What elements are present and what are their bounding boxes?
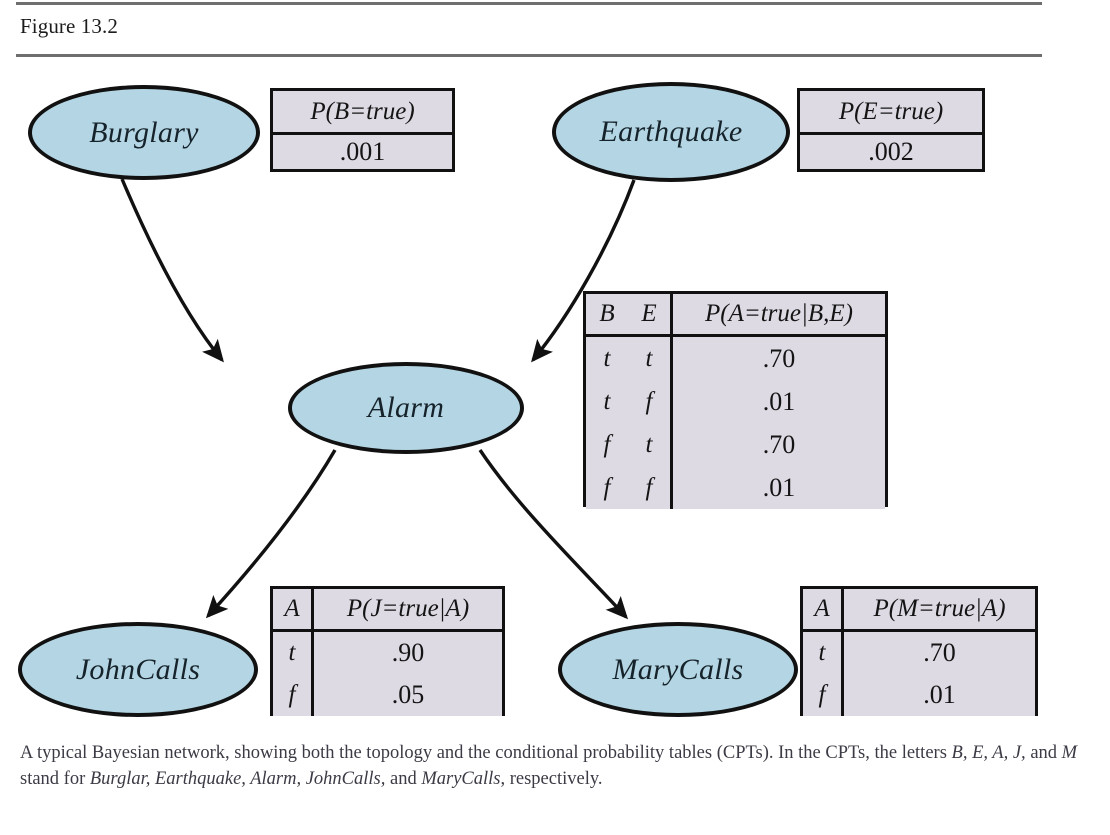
cpt-alarm-r3-e: f bbox=[628, 466, 673, 509]
cpt-earthquake-value: .002 bbox=[800, 133, 982, 169]
node-alarm-label: Alarm bbox=[367, 391, 445, 424]
edge-layer bbox=[120, 178, 636, 620]
caption-part3: stand for bbox=[20, 769, 90, 789]
cpt-alarm-col-e: E bbox=[628, 294, 673, 337]
caption-part1: A typical Bayesian network, showing both… bbox=[20, 743, 952, 763]
cpt-burglary-header: P(B=true) bbox=[273, 91, 452, 135]
node-burglary[interactable]: Burglary bbox=[28, 85, 260, 180]
node-marycalls[interactable]: MaryCalls bbox=[558, 622, 798, 717]
cpt-alarm-r1-b: t bbox=[586, 380, 628, 423]
bayesian-network-diagram: Burglary Earthquake Alarm JohnCalls Mary… bbox=[0, 60, 1110, 735]
cpt-alarm-r1-e: f bbox=[628, 380, 673, 423]
node-earthquake-label: Earthquake bbox=[599, 115, 743, 148]
table-row: f .05 bbox=[273, 674, 502, 716]
cpt-alarm-r3-p: .01 bbox=[671, 466, 885, 509]
cpt-burglary-value: .001 bbox=[273, 133, 452, 169]
table-row: f t .70 bbox=[586, 423, 885, 466]
cpt-alarm-header-row: B E P(A=true|B,E) bbox=[586, 294, 885, 337]
cpt-johncalls-r1-p: .05 bbox=[312, 674, 502, 716]
edge-alarm-to-johncalls bbox=[205, 449, 337, 619]
cpt-johncalls-r0-a: t bbox=[273, 630, 314, 674]
cpt-alarm-r0-e: t bbox=[628, 335, 673, 380]
node-marycalls-label: MaryCalls bbox=[612, 652, 744, 686]
cpt-table-burglary: P(B=true) .001 bbox=[270, 88, 455, 172]
caption-letter-m: M bbox=[1061, 743, 1078, 763]
table-row: f .01 bbox=[803, 674, 1035, 716]
table-row: t .70 bbox=[803, 630, 1035, 674]
caption-name-mary: MaryCalls bbox=[421, 769, 501, 789]
cpt-johncalls-r1-a: f bbox=[273, 674, 314, 716]
caption-part2: and bbox=[1025, 743, 1062, 763]
cpt-alarm-r3-b: f bbox=[586, 466, 628, 509]
table-row: t f .01 bbox=[586, 380, 885, 423]
cpt-alarm-col-b: B bbox=[586, 294, 628, 337]
header-rule-top bbox=[16, 2, 1042, 5]
node-burglary-label: Burglary bbox=[89, 115, 199, 149]
cpt-johncalls-header: P(J=true|A) bbox=[312, 589, 502, 632]
cpt-marycalls-r0-a: t bbox=[803, 630, 844, 674]
cpt-alarm-r0-b: t bbox=[586, 335, 628, 380]
cpt-marycalls-header-row: A P(M=true|A) bbox=[803, 589, 1035, 632]
edge-burglary-to-alarm bbox=[120, 178, 224, 363]
cpt-marycalls-header: P(M=true|A) bbox=[842, 589, 1035, 632]
cpt-marycalls-col-a: A bbox=[803, 589, 844, 632]
cpt-earthquake-header: P(E=true) bbox=[800, 91, 982, 135]
cpt-marycalls-r0-p: .70 bbox=[842, 630, 1035, 674]
cpt-alarm-r2-p: .70 bbox=[671, 423, 885, 466]
cpt-alarm-r1-p: .01 bbox=[671, 380, 885, 423]
table-row: t .90 bbox=[273, 630, 502, 674]
cpt-alarm-r2-b: f bbox=[586, 423, 628, 466]
edge-earthquake-to-alarm bbox=[531, 179, 636, 363]
cpt-johncalls-header-row: A P(J=true|A) bbox=[273, 589, 502, 632]
table-row: f f .01 bbox=[586, 466, 885, 509]
cpt-table-marycalls: A P(M=true|A) t .70 f .01 bbox=[800, 586, 1038, 716]
edge-alarm-to-marycalls bbox=[478, 449, 629, 620]
cpt-johncalls-col-a: A bbox=[273, 589, 314, 632]
figure-caption: A typical Bayesian network, showing both… bbox=[20, 740, 1082, 792]
caption-letters: B, E, A, J, bbox=[951, 743, 1026, 763]
caption-part4: and bbox=[385, 769, 422, 789]
node-johncalls-label: JohnCalls bbox=[75, 652, 201, 686]
cpt-alarm-header: P(A=true|B,E) bbox=[671, 294, 885, 337]
cpt-alarm-r2-e: t bbox=[628, 423, 673, 466]
cpt-table-alarm: B E P(A=true|B,E) t t .70 t f .01 f t .7… bbox=[583, 291, 888, 509]
cpt-table-earthquake: P(E=true) .002 bbox=[797, 88, 985, 172]
caption-part5: , respectively. bbox=[500, 769, 603, 789]
table-row: t t .70 bbox=[586, 335, 885, 380]
caption-names: Burglar, Earthquake, Alarm, JohnCalls, bbox=[89, 769, 386, 789]
cpt-johncalls-r0-p: .90 bbox=[312, 630, 502, 674]
cpt-table-johncalls: A P(J=true|A) t .90 f .05 bbox=[270, 586, 505, 716]
header-rule-bottom bbox=[16, 54, 1042, 57]
cpt-marycalls-r1-p: .01 bbox=[842, 674, 1035, 716]
node-earthquake[interactable]: Earthquake bbox=[552, 82, 790, 182]
cpt-alarm-r0-p: .70 bbox=[671, 335, 885, 380]
node-alarm[interactable]: Alarm bbox=[288, 362, 524, 454]
node-johncalls[interactable]: JohnCalls bbox=[18, 622, 258, 717]
cpt-marycalls-r1-a: f bbox=[803, 674, 844, 716]
figure-label: Figure 13.2 bbox=[20, 14, 118, 38]
